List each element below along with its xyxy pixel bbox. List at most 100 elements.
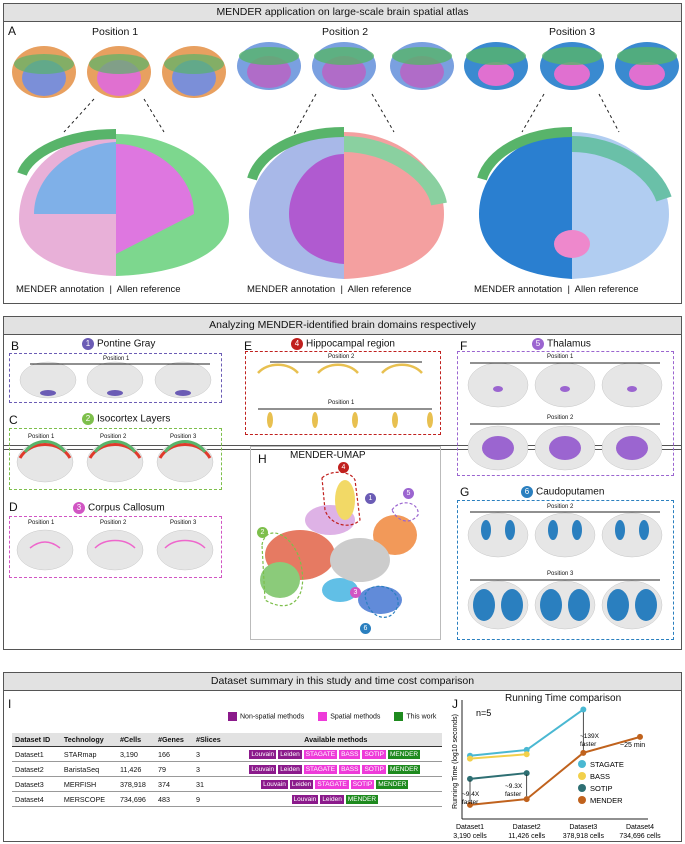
method-chip: Leiden	[320, 795, 344, 804]
panel-c-box	[9, 428, 222, 490]
caption-pos1: MENDER annotation | Allen reference	[16, 284, 181, 295]
cell-tech: MERFISH	[60, 776, 117, 792]
cell-slices: 3	[192, 761, 230, 777]
method-chip: BASS	[339, 750, 361, 759]
method-chip: STAGATE	[303, 765, 338, 774]
caption-pos3: MENDER annotation | Allen reference	[474, 284, 639, 295]
chart-annotation-4: ~25 min	[620, 742, 645, 749]
legend-label-sotip: SOTIP	[590, 784, 613, 793]
cell-tech: MERSCOPE	[60, 791, 117, 807]
panel-h-label: H	[258, 452, 267, 466]
umap-badge-6: 6	[360, 623, 371, 634]
panel-b-box	[9, 353, 222, 403]
badge-2: 2	[82, 413, 94, 425]
method-legend: Non-spatial methods Spatial methods This…	[228, 712, 436, 721]
x-tick-label: 378,918 cells	[563, 833, 605, 840]
col-slices: #Slices	[192, 733, 230, 747]
large-slice-pos1	[17, 129, 229, 276]
data-point-sotip	[523, 770, 530, 777]
data-point-bass	[467, 755, 473, 762]
umap-badge-1: 1	[365, 493, 376, 504]
panel-h-box	[250, 446, 441, 640]
cell-id: Dataset1	[12, 746, 61, 762]
legend-marker-mender	[578, 796, 586, 804]
umap-badge-5: 5	[403, 488, 414, 499]
cell-slices: 3	[192, 746, 230, 762]
chart-annotation-3: faster	[580, 741, 597, 748]
series-line-sotip	[469, 772, 527, 780]
legend-label-mender: MENDER	[590, 796, 623, 805]
panel-j-label: J	[452, 697, 458, 711]
table-header-row: Dataset ID Technology #Cells #Genes #Sli…	[12, 733, 442, 747]
panel-f-pos2: Position 2	[547, 415, 574, 421]
legend-marker-stagate	[578, 760, 586, 768]
panel-i-label: I	[8, 697, 12, 711]
panel-g-pos3: Position 3	[547, 571, 574, 577]
panel-e-pos2: Position 2	[328, 354, 355, 360]
cell-genes: 374	[154, 776, 193, 792]
panel-f-box	[457, 351, 674, 476]
chart-annotation-2: ~9.3X	[505, 783, 523, 790]
badge-5: 5	[532, 338, 544, 350]
cell-tech: BaristaSeq	[60, 761, 117, 777]
data-point-bass	[523, 751, 530, 758]
method-chip: Louvain	[261, 780, 288, 789]
panel-c-pos1: Position 1	[28, 434, 55, 440]
method-chip: SOTIP	[350, 780, 375, 789]
method-chip: SOTIP	[362, 750, 386, 759]
panel-d-title-text: Corpus Callosum	[88, 502, 165, 514]
data-point-mender	[637, 733, 643, 740]
panel-e-title-text: Hippocampal region	[306, 338, 395, 350]
panel-b-label: B	[11, 339, 20, 353]
cell-cells: 734,696	[116, 791, 155, 807]
panel-d-label: D	[9, 500, 18, 514]
method-chip: MENDER	[345, 795, 379, 804]
data-point-sotip	[467, 775, 473, 782]
panel-g-pos2: Position 2	[547, 504, 574, 510]
method-chip: Leiden	[278, 765, 302, 774]
x-tick-label: Dataset4	[626, 824, 654, 831]
panel-h-title: MENDER-UMAP	[290, 450, 366, 461]
chart-annotation-3: ~139X	[580, 733, 600, 740]
panel-g-box	[457, 500, 674, 640]
panel-d-box	[9, 516, 222, 578]
panel-a-label: A	[8, 24, 17, 38]
method-chip: MENDER	[387, 765, 421, 774]
chart-annotation-1: ~9.4X	[462, 791, 480, 798]
method-chip: STAGATE	[303, 750, 338, 759]
cell-cells: 378,918	[116, 776, 155, 792]
panel-e-pos1: Position 1	[328, 400, 355, 406]
method-chip: MENDER	[376, 780, 409, 789]
method-chip: Leiden	[289, 780, 314, 789]
legend-nonspatial-label: Non-spatial methods	[240, 713, 305, 721]
legend-label-stagate: STAGATE	[590, 760, 624, 769]
col-methods: Available methods	[229, 733, 442, 747]
legend-spatial: Spatial methods	[318, 712, 380, 721]
x-tick-label: Dataset3	[569, 824, 597, 831]
x-tick-label: Dataset1	[456, 824, 484, 831]
panel-b-title-text: Pontine Gray	[97, 338, 156, 350]
panel-f-pos1: Position 1	[547, 354, 574, 360]
series-line-bass	[469, 753, 527, 760]
panel-c-pos2: Position 2	[100, 434, 127, 440]
panel-f-label: F	[460, 339, 468, 353]
panel-b-pos: Position 1	[103, 356, 130, 362]
method-chip: SOTIP	[362, 765, 386, 774]
panel-ij-outer: Dataset summary in this study and time c…	[3, 672, 682, 842]
legend-nonspatial: Non-spatial methods	[228, 712, 304, 721]
data-point-mender	[467, 801, 473, 808]
badge-4: 4	[291, 338, 303, 350]
data-point-stagate	[523, 746, 530, 753]
panel-g-title-text: Caudoputamen	[536, 486, 605, 498]
x-tick-label: 734,696 cells	[619, 833, 661, 840]
panel-a-brain-illustrations	[12, 42, 679, 279]
